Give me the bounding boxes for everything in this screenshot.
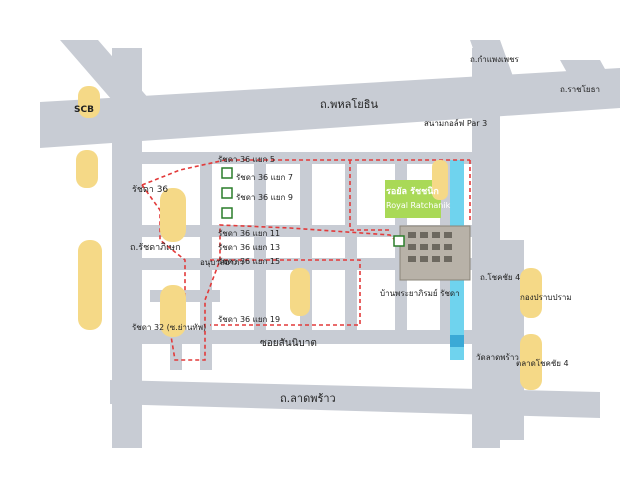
label-soi-sanmibat: ซอยสันนิบาต [260,338,317,349]
label-soi-36-7: รัชดา 36 แยก 7 [236,173,293,182]
highlight-title: รอยัล รัชชนิก [386,186,439,197]
label-station: อนุบาลอาภา [200,258,244,267]
road-top-right-diagonal [470,40,520,96]
label-soi-36-13: รัชดา 36 แยก 13 [218,243,280,252]
place-police-shape [160,285,186,337]
route-top [141,159,470,186]
road-far-right-diagonal [560,60,620,96]
label-soi-36-19: รัชดา 36 แยก 19 [218,315,280,324]
soi-grid-col-1 [200,160,212,370]
place-crown-court-shape [78,240,102,330]
road-top-left-diagonal [60,40,150,100]
soi-grid-col-2 [254,160,266,340]
label-scb: SCB [74,105,94,115]
label-soi-36-15: รัชดา 36 แยก 15 [218,257,280,266]
place-golf-shape [432,160,448,200]
store-icon [221,187,233,199]
place-bigc-shape [76,150,98,188]
label-soi-36: รัชดา 36 [132,185,168,195]
store-markers [221,167,405,247]
label-soi-36-11: รัชดา 36 แยก 11 [218,229,280,238]
store-icon [393,235,405,247]
road-wiphawadi [472,48,500,448]
label-ratchawong: ถ.ราชโยธา [560,84,600,94]
place-market-shape [520,334,542,390]
place-wat-shape [520,268,542,318]
road-ratchada [112,48,142,448]
label-soi-36-5: รัชดา 36 แยก 5 [218,155,275,164]
store-icon [221,207,233,219]
soi-grid-col-4 [345,160,357,340]
place-soi-clinic-shape [290,268,310,316]
label-phahonyothin: ถ.พหลโยธิน [320,97,378,111]
label-market: ตลาดโชคชัย 4 [516,358,569,368]
label-chokchai4: ถ.โชคชัย 4 [480,272,520,282]
label-golf: สนามกอล์ฟ Par 3 [424,118,487,128]
label-lat-phrao: ถ.ลาดพร้าว [280,392,336,405]
canal-bridge [450,335,464,347]
label-soi-32: รัชดา 32 (ซ.ย่านทัพ) [132,323,206,332]
place-army-shape [160,188,186,242]
route-layer [141,159,471,361]
store-icon [221,167,233,179]
building-windows [408,232,452,262]
label-soi-36-9: รัชดา 36 แยก 9 [236,193,293,202]
route-right-leg [349,160,390,231]
place-scb-shape [78,86,100,118]
label-hotel: บ้านพระยาภิรมย์ รัชดา [380,288,460,298]
places-layer [76,86,542,390]
label-kamphaengphet: ถ.กำแพงเพชร [470,55,519,64]
highlight-target-block [385,180,441,218]
label-wat: กองปราบปราม [520,293,572,302]
road-chokchai4 [500,240,524,440]
route-left-loop [141,184,396,361]
highlight-subtitle: Royal Ratchanik [386,201,451,210]
roads-layer [40,40,620,448]
route-middle [210,259,361,326]
label-temple: วัดลาดพร้าว [476,353,519,362]
label-ratchada: ถ.รัชดาภิเษก [130,242,181,253]
